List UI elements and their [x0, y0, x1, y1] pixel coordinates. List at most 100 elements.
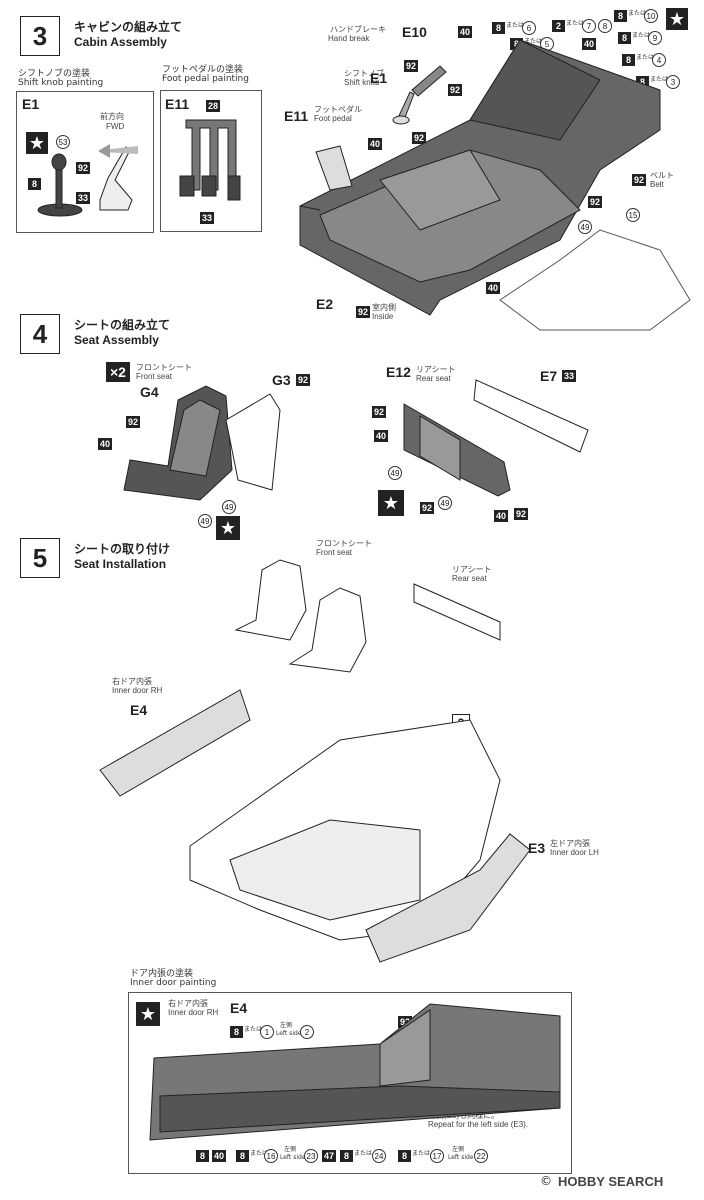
- paint-40-c: 40: [582, 38, 597, 50]
- door-title-en: Inner door painting: [130, 978, 217, 988]
- door-e4-label: E4: [230, 1000, 248, 1016]
- rear-seat-en: Rear seat: [416, 374, 451, 383]
- opt-3: 3: [666, 75, 680, 89]
- callout-53: 53: [56, 135, 70, 149]
- copyright-mark: ©: [540, 1174, 552, 1188]
- lh-door-jp: 左ドア内張: [550, 839, 590, 848]
- pedal-drawing: [179, 119, 241, 201]
- g3-label: G3: [272, 372, 291, 388]
- hand-brake-en: Hand break: [328, 34, 370, 43]
- door-14: 40: [212, 1150, 227, 1162]
- or-d: または: [628, 10, 647, 17]
- door-note-en: Repeat for the left side (E3).: [428, 1120, 529, 1129]
- opt-8-e: 8: [618, 32, 631, 44]
- paint-33-pedal: 33: [200, 212, 215, 224]
- rh-door-en: Inner door RH: [112, 686, 163, 695]
- step-3-number: 3: [20, 16, 60, 56]
- step-5-title-en: Seat Installation: [74, 557, 167, 571]
- door-or-c: または: [354, 1150, 373, 1157]
- paint-92-e12c: 92: [514, 508, 529, 520]
- brake-drawing: [392, 65, 447, 125]
- front-seat5-en: Front seat: [316, 548, 353, 557]
- foot-pedal-title-en: Foot pedal painting: [162, 74, 249, 84]
- opt-9: 9: [648, 31, 662, 45]
- e11-cabin-label: E11: [284, 108, 309, 124]
- door-or-d: または: [412, 1150, 431, 1157]
- shift-knob-title-jp: シフトノブの塗装: [18, 69, 91, 79]
- paint-92-e12b: 92: [420, 502, 435, 514]
- door-panel: [128, 992, 572, 1174]
- callout-49: 49: [578, 220, 592, 234]
- door-opt-23: 23: [304, 1149, 318, 1163]
- paint-92-e: 92: [588, 196, 603, 208]
- front-seat-en: Front seat: [136, 372, 173, 381]
- rear-seat-drawing: [403, 379, 589, 497]
- paint-92-g4: 92: [126, 416, 141, 428]
- paint-92-e12: 92: [372, 406, 387, 418]
- opt-2: 2: [552, 20, 565, 32]
- door-8-c: 8: [236, 1150, 249, 1162]
- step-5-number: 5: [20, 538, 60, 578]
- door-title-jp: ドア内張の塗装: [130, 969, 194, 979]
- rear-seat5-jp: リアシート: [452, 565, 492, 574]
- door-8-d: 8: [340, 1150, 353, 1162]
- opt-8-a: 8: [492, 22, 505, 34]
- shift-knob-drawing: [37, 144, 138, 217]
- x2-badge: ×2: [106, 362, 130, 382]
- door-opt-2: 2: [300, 1025, 314, 1039]
- e10-label: E10: [402, 24, 427, 40]
- paint-92-c: 92: [448, 84, 463, 96]
- opt-6: 6: [522, 21, 536, 35]
- belt-en: Belt: [650, 180, 664, 189]
- paint-40-a: 40: [368, 138, 383, 150]
- e7-label: E7: [540, 368, 558, 384]
- star-icon: ★: [666, 8, 688, 30]
- brand-logo: HOBBY SEARCH: [558, 1174, 664, 1189]
- cabin-tub-drawing: [299, 39, 661, 316]
- e4-label: E4: [130, 702, 148, 718]
- or-c: または: [566, 20, 585, 27]
- door-47: 47: [322, 1150, 337, 1162]
- paint-33-e7: 33: [562, 370, 577, 382]
- opt-8c: 8: [598, 19, 612, 33]
- callout-15: 15: [626, 208, 640, 222]
- paint-92-b: 92: [412, 132, 427, 144]
- paint-40-e12: 40: [374, 430, 389, 442]
- shift-knob-panel: [16, 91, 154, 233]
- step-4-title-jp: シートの組み立て: [74, 318, 171, 332]
- paint-8: 8: [28, 178, 41, 190]
- step-5-title-jp: シートの取り付け: [74, 542, 171, 556]
- foot-pedal-panel: [160, 90, 262, 232]
- callout-49-d: 49: [438, 496, 452, 510]
- door-opt-1: 1: [260, 1025, 274, 1039]
- door-opt-17: 17: [430, 1149, 444, 1163]
- door-left-c: 左側: [452, 1146, 465, 1153]
- fwd-jp: 前方向: [100, 112, 124, 121]
- e2-label: E2: [316, 296, 334, 312]
- paint-28: 28: [206, 100, 221, 112]
- door-opt-16: 16: [264, 1149, 278, 1163]
- fwd-en: FWD: [106, 122, 125, 131]
- door-panel-drawing: [149, 1003, 561, 1141]
- star-icon: ★: [216, 516, 240, 540]
- or-f: または: [636, 54, 655, 61]
- door-opt-24: 24: [372, 1149, 386, 1163]
- lh-door-en: Inner door LH: [550, 848, 599, 857]
- star-icon: ★: [136, 1002, 160, 1026]
- callout-49-b: 49: [198, 514, 212, 528]
- hand-brake-jp: ハンドブレーキ: [330, 25, 386, 34]
- door-opt-22: 22: [474, 1149, 488, 1163]
- rear-seat5-en: Rear seat: [452, 574, 487, 583]
- front-seat-jp: フロントシート: [136, 363, 192, 372]
- e11-label: E11: [165, 96, 190, 112]
- paint-40-b: 40: [458, 26, 473, 38]
- paint-33: 33: [76, 192, 91, 204]
- door-left-a: 左側: [280, 1022, 293, 1029]
- or-e: または: [632, 32, 651, 39]
- g4-label: G4: [140, 384, 159, 400]
- paint-92-e10: 92: [404, 60, 419, 72]
- paint-40-g4: 40: [98, 438, 113, 450]
- paint-92: 92: [76, 162, 91, 174]
- star-icon: ★: [26, 132, 48, 154]
